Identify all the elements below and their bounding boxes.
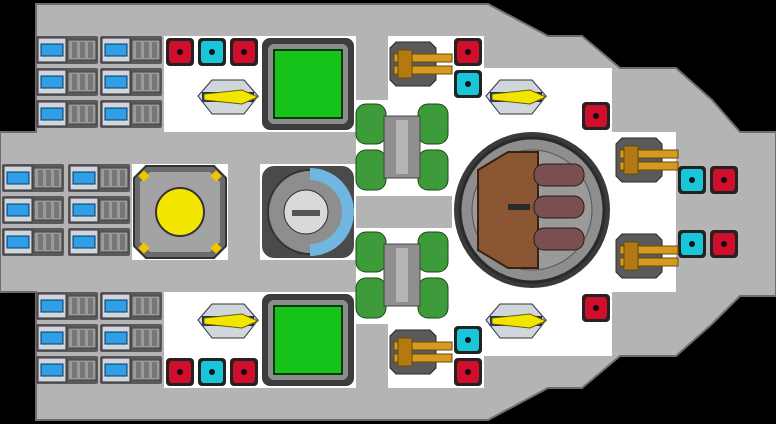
- red-node-icon: [166, 38, 194, 66]
- cyan-node-icon: [198, 38, 226, 66]
- battery-pack-icon: [100, 36, 162, 64]
- battery-pack-icon: [2, 196, 64, 224]
- red-node-icon: [454, 358, 482, 386]
- battery-pack-icon: [100, 292, 162, 320]
- red-node-icon: [454, 38, 482, 66]
- battery-pack-icon: [68, 196, 130, 224]
- brass-gun-icon: [389, 41, 453, 87]
- red-node-icon: [230, 358, 258, 386]
- battery-pack-icon: [36, 100, 98, 128]
- cyan-node-icon: [678, 166, 706, 194]
- cyan-node-icon: [678, 230, 706, 258]
- battery-pack-icon: [36, 356, 98, 384]
- brass-gun-icon: [389, 329, 453, 375]
- console-screen-icon: [262, 294, 354, 386]
- reactor-core-icon: [133, 165, 227, 259]
- battery-pack-icon: [100, 68, 162, 96]
- red-node-icon: [166, 358, 194, 386]
- battery-pack-icon: [2, 164, 64, 192]
- battery-pack-icon: [68, 164, 130, 192]
- battery-pack-icon: [100, 324, 162, 352]
- red-node-icon: [710, 166, 738, 194]
- room-top-right-small: [548, 68, 612, 100]
- red-node-icon: [710, 230, 738, 258]
- battery-pack-icon: [36, 324, 98, 352]
- red-node-icon: [582, 294, 610, 322]
- yellow-missile-turret-icon: [485, 79, 548, 115]
- room-bottom-right-small: [548, 324, 612, 356]
- cyan-node-icon: [454, 326, 482, 354]
- battery-pack-icon: [2, 228, 64, 256]
- cyan-node-icon: [198, 358, 226, 386]
- battery-pack-icon: [36, 68, 98, 96]
- battery-pack-icon: [36, 36, 98, 64]
- yellow-missile-turret-icon: [197, 79, 260, 115]
- yellow-missile-turret-icon: [197, 303, 260, 339]
- cyan-node-icon: [454, 70, 482, 98]
- brass-gun-icon: [615, 233, 679, 279]
- battery-pack-icon: [100, 100, 162, 128]
- yellow-missile-turret-icon: [485, 303, 548, 339]
- battery-pack-icon: [36, 292, 98, 320]
- red-node-icon: [582, 102, 610, 130]
- main-triple-cannon-icon: [454, 132, 610, 288]
- red-node-icon: [230, 38, 258, 66]
- battery-pack-icon: [100, 356, 162, 384]
- console-screen-icon: [262, 38, 354, 130]
- battery-pack-icon: [68, 228, 130, 256]
- shield-generator-icon: [262, 166, 354, 258]
- green-fuel-tank-icon: [355, 228, 452, 324]
- brass-gun-icon: [615, 137, 679, 183]
- modules-layer: [2, 36, 738, 386]
- green-fuel-tank-icon: [355, 100, 452, 196]
